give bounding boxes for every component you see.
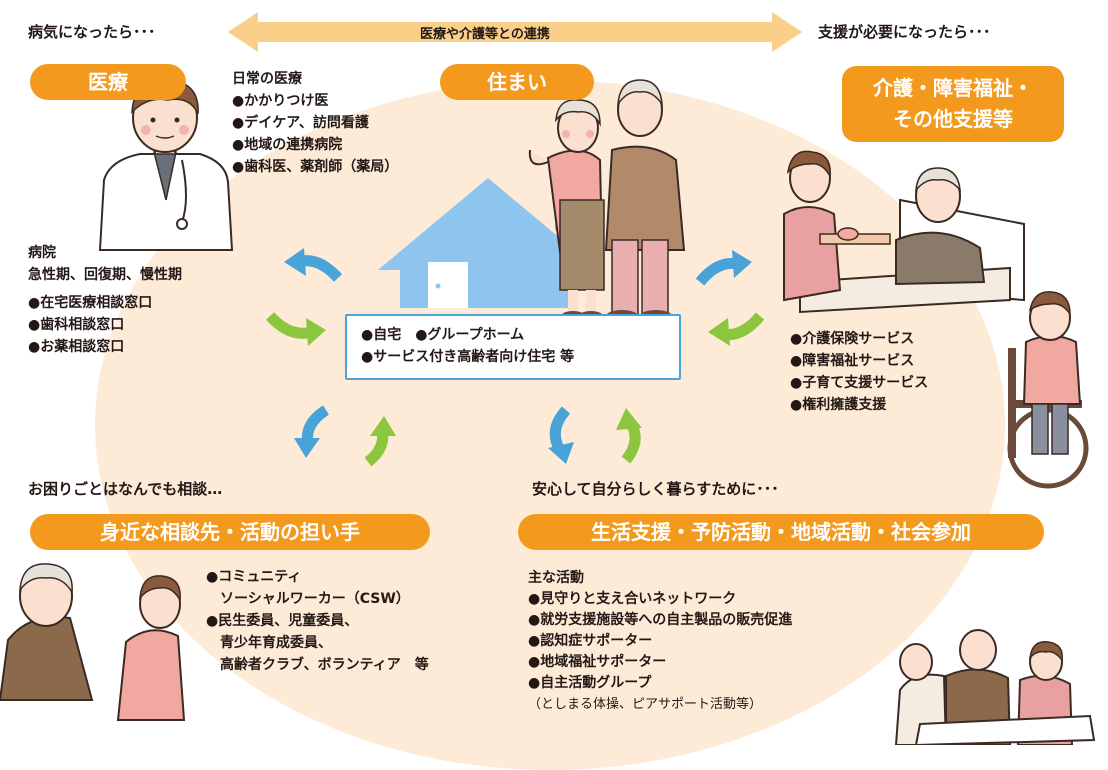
care-items-block: ●介護保険サービス ●障害福祉サービス ●子育て支援サービス ●権利擁護支援 <box>790 328 928 416</box>
medical-badge: 医療 <box>30 64 186 100</box>
care-item: ●障害福祉サービス <box>790 353 915 369</box>
life-item: ●見守りと支え合いネットワーク <box>528 591 737 607</box>
medical-daily-item: ●歯科医、薬剤師（薬局） <box>232 159 399 175</box>
coordination-arrow <box>228 12 802 52</box>
arrow-care-green <box>708 312 765 346</box>
life-item-note: （としまる体操、ピアサポート活動等） <box>528 697 763 712</box>
consult-item: 高齢者クラブ、ボランティア 等 <box>206 657 429 673</box>
left-lead-text: 病気になったら･･･ <box>28 23 156 41</box>
elderly-couple-illustration <box>528 79 686 322</box>
hospital-block: 病院 急性期、回復期、慢性期 ●在宅医療相談窓口 ●歯科相談窓口 ●お薬相談窓口 <box>28 242 182 358</box>
consult-item: ●コミュニティ <box>206 569 302 585</box>
arrow-life-blue <box>548 406 574 464</box>
arrow-medical-blue <box>284 248 343 282</box>
arrow-medical-green <box>265 312 326 346</box>
coordination-arrow-label: 医療や介護等との連携 <box>420 27 550 42</box>
housing-bubble-line: ●サービス付き高齢者向け住宅 等 <box>361 349 575 365</box>
arrow-consult-blue <box>294 405 330 458</box>
consult-item: 青少年育成委員、 <box>206 635 332 651</box>
life-title: 主な活動 <box>528 570 584 586</box>
medical-daily-block: 日常の医療 ●かかりつけ医 ●デイケア、訪問看護 ●地域の連携病院 ●歯科医、薬… <box>232 68 398 178</box>
consult-badge: 身近な相談先・活動の担い手 <box>30 514 430 550</box>
consult-item: ●民生委員、児童委員、 <box>206 613 359 629</box>
background-circle <box>95 80 1005 770</box>
life-lead-text: 安心して自分らしく暮らすために･･･ <box>532 480 779 498</box>
care-illustration <box>783 150 1025 314</box>
medical-daily-item: ●かかりつけ医 <box>232 93 329 109</box>
consult-lead-text: お困りごとはなんでも相談… <box>28 480 223 498</box>
doctor-illustration <box>98 79 234 251</box>
housing-bubble: ●自宅 ●グループホーム ●サービス付き高齢者向け住宅 等 <box>345 314 681 380</box>
care-item: ●子育て支援サービス <box>790 375 929 391</box>
care-badge: 介護・障害福祉・ その他支援等 <box>842 66 1064 142</box>
hospital-subtitle: 急性期、回復期、慢性期 <box>28 267 182 283</box>
wheelchair-illustration <box>1007 291 1089 489</box>
group-activity-illustration <box>894 629 1096 745</box>
housing-bubble-line: ●自宅 ●グループホーム <box>361 327 525 343</box>
arrow-consult-green <box>364 416 396 467</box>
life-item: ●自主活動グループ <box>528 675 652 691</box>
consult-illustration <box>0 563 186 721</box>
consult-item: ソーシャルワーカー（CSW） <box>206 591 410 607</box>
hospital-item: ●在宅医療相談窓口 <box>28 295 153 311</box>
life-item: ●地域福祉サポーター <box>528 654 667 670</box>
consult-items-block: ●コミュニティ ソーシャルワーカー（CSW） ●民生委員、児童委員、 青少年育成… <box>206 566 429 676</box>
care-badge-line: その他支援等 <box>893 107 1013 131</box>
arrow-care-blue <box>695 250 752 286</box>
life-badge: 生活支援・予防活動・地域活動・社会参加 <box>518 514 1044 550</box>
medical-daily-title: 日常の医療 <box>232 71 302 87</box>
care-badge-line: 介護・障害福祉・ <box>873 76 1033 100</box>
medical-daily-item: ●デイケア、訪問看護 <box>232 115 369 131</box>
arrow-life-green <box>616 408 642 464</box>
hospital-item: ●歯科相談窓口 <box>28 317 125 333</box>
life-item: ●認知症サポーター <box>528 633 653 649</box>
right-lead-text: 支援が必要になったら･･･ <box>818 23 991 41</box>
life-items-block: 主な活動 ●見守りと支え合いネットワーク ●就労支援施設等への自主製品の販売促進… <box>528 568 792 715</box>
care-item: ●権利擁護支援 <box>790 397 887 413</box>
hospital-title: 病院 <box>28 245 56 261</box>
housing-badge: 住まい <box>440 64 594 100</box>
care-item: ●介護保険サービス <box>790 331 915 347</box>
life-item: ●就労支援施設等への自主製品の販売促進 <box>528 612 793 628</box>
graphics-layer <box>0 12 1096 745</box>
hospital-item: ●お薬相談窓口 <box>28 339 125 355</box>
medical-daily-item: ●地域の連携病院 <box>232 137 343 153</box>
